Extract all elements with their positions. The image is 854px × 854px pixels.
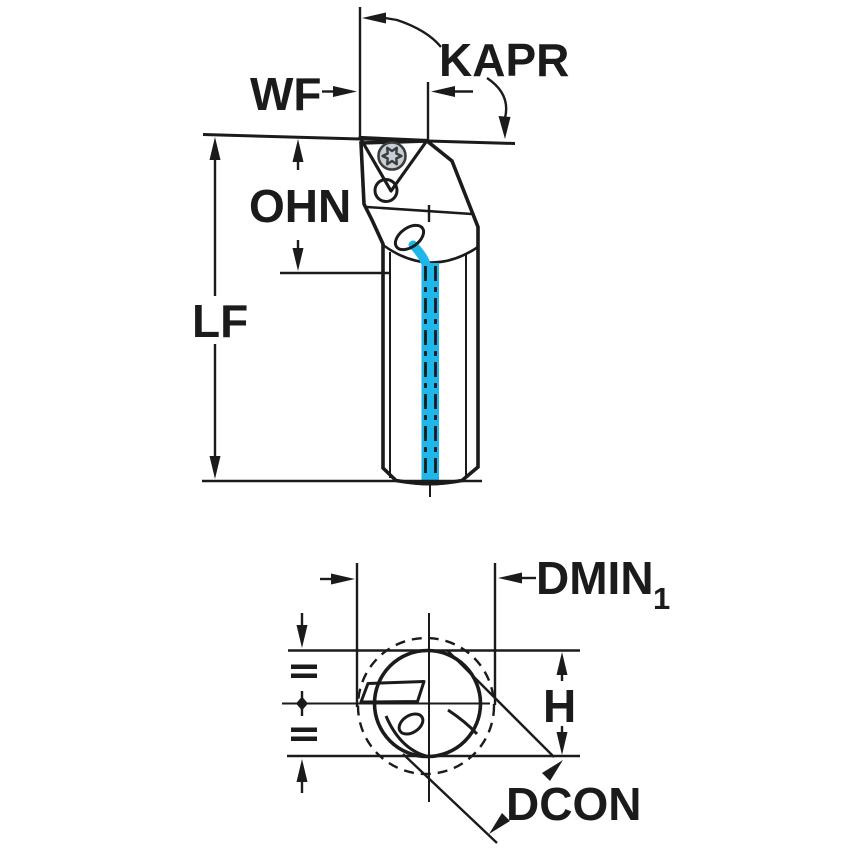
dcon-upper-arrowhead (542, 760, 563, 781)
dmin-subscript: 1 (653, 581, 670, 616)
side-view-dimensions (202, 7, 516, 483)
equal-mark-bottom-bar2 (291, 736, 317, 741)
ohn-up-arrowhead (292, 139, 304, 162)
dcon-tangent-upper (446, 649, 555, 758)
pocket-curve-left (384, 715, 431, 759)
dmin-left-arrowhead (331, 573, 355, 585)
coolant-inlet-hole (393, 223, 426, 252)
coolant-outlet-end-view (397, 712, 425, 736)
dmin-label: DMIN (536, 552, 654, 604)
dcon-tangent-lower (402, 753, 498, 844)
kapr-top-arrowhead (362, 12, 386, 24)
end-view: DMIN 1 H DCON (282, 552, 670, 844)
equal-mark-top-bar1 (291, 664, 317, 669)
tool-body (358, 135, 480, 497)
coolant-inlet-duct (408, 240, 432, 272)
ohn-label: OHN (249, 180, 351, 232)
insert-end-view (359, 680, 426, 704)
equal-mark-bottom-bar1 (291, 727, 317, 732)
dmin-right-arrowhead (498, 572, 522, 584)
shank-cross-section (359, 648, 483, 759)
dmin-dashed-circle (356, 636, 496, 776)
wf-arrowhead (333, 86, 357, 97)
coolant-channel (393, 205, 439, 481)
dcon-dimension (402, 649, 563, 844)
kapr-top-leader (384, 16, 442, 48)
h-label: H (543, 680, 576, 732)
kapr-left-arrowhead (431, 86, 455, 97)
lf-up-arrowhead (209, 137, 221, 160)
dcon-label: DCON (506, 778, 641, 830)
head-shoulder-line (366, 205, 473, 216)
head-shank-transition-arc (382, 243, 479, 264)
kapr-label: KAPR (439, 34, 569, 86)
kapr-arc-arrowhead (498, 116, 511, 139)
side-view: WF KAPR OHN LF (192, 7, 569, 497)
lf-down-arrowhead (209, 456, 221, 479)
h-up-arrowhead (556, 652, 568, 675)
dmin-dimension (320, 563, 536, 707)
insert-clamp-screw (377, 141, 407, 171)
kapr-angle-arc (486, 77, 508, 119)
h-down-arrowhead (556, 732, 568, 755)
lf-label: LF (192, 295, 248, 347)
center-up-arrowhead (296, 759, 308, 782)
ohn-down-arrowhead (292, 248, 304, 271)
center-down-arrowhead (296, 625, 308, 648)
pocket-curve-right (447, 708, 479, 736)
wf-label: WF (250, 68, 322, 120)
dcon-lower-arrowhead (489, 813, 510, 834)
edge-reference-line (202, 133, 516, 145)
torx-screw-icon (381, 146, 403, 166)
tool-head-and-shank-outline (359, 139, 480, 486)
equal-mark-top-bar2 (291, 673, 317, 678)
